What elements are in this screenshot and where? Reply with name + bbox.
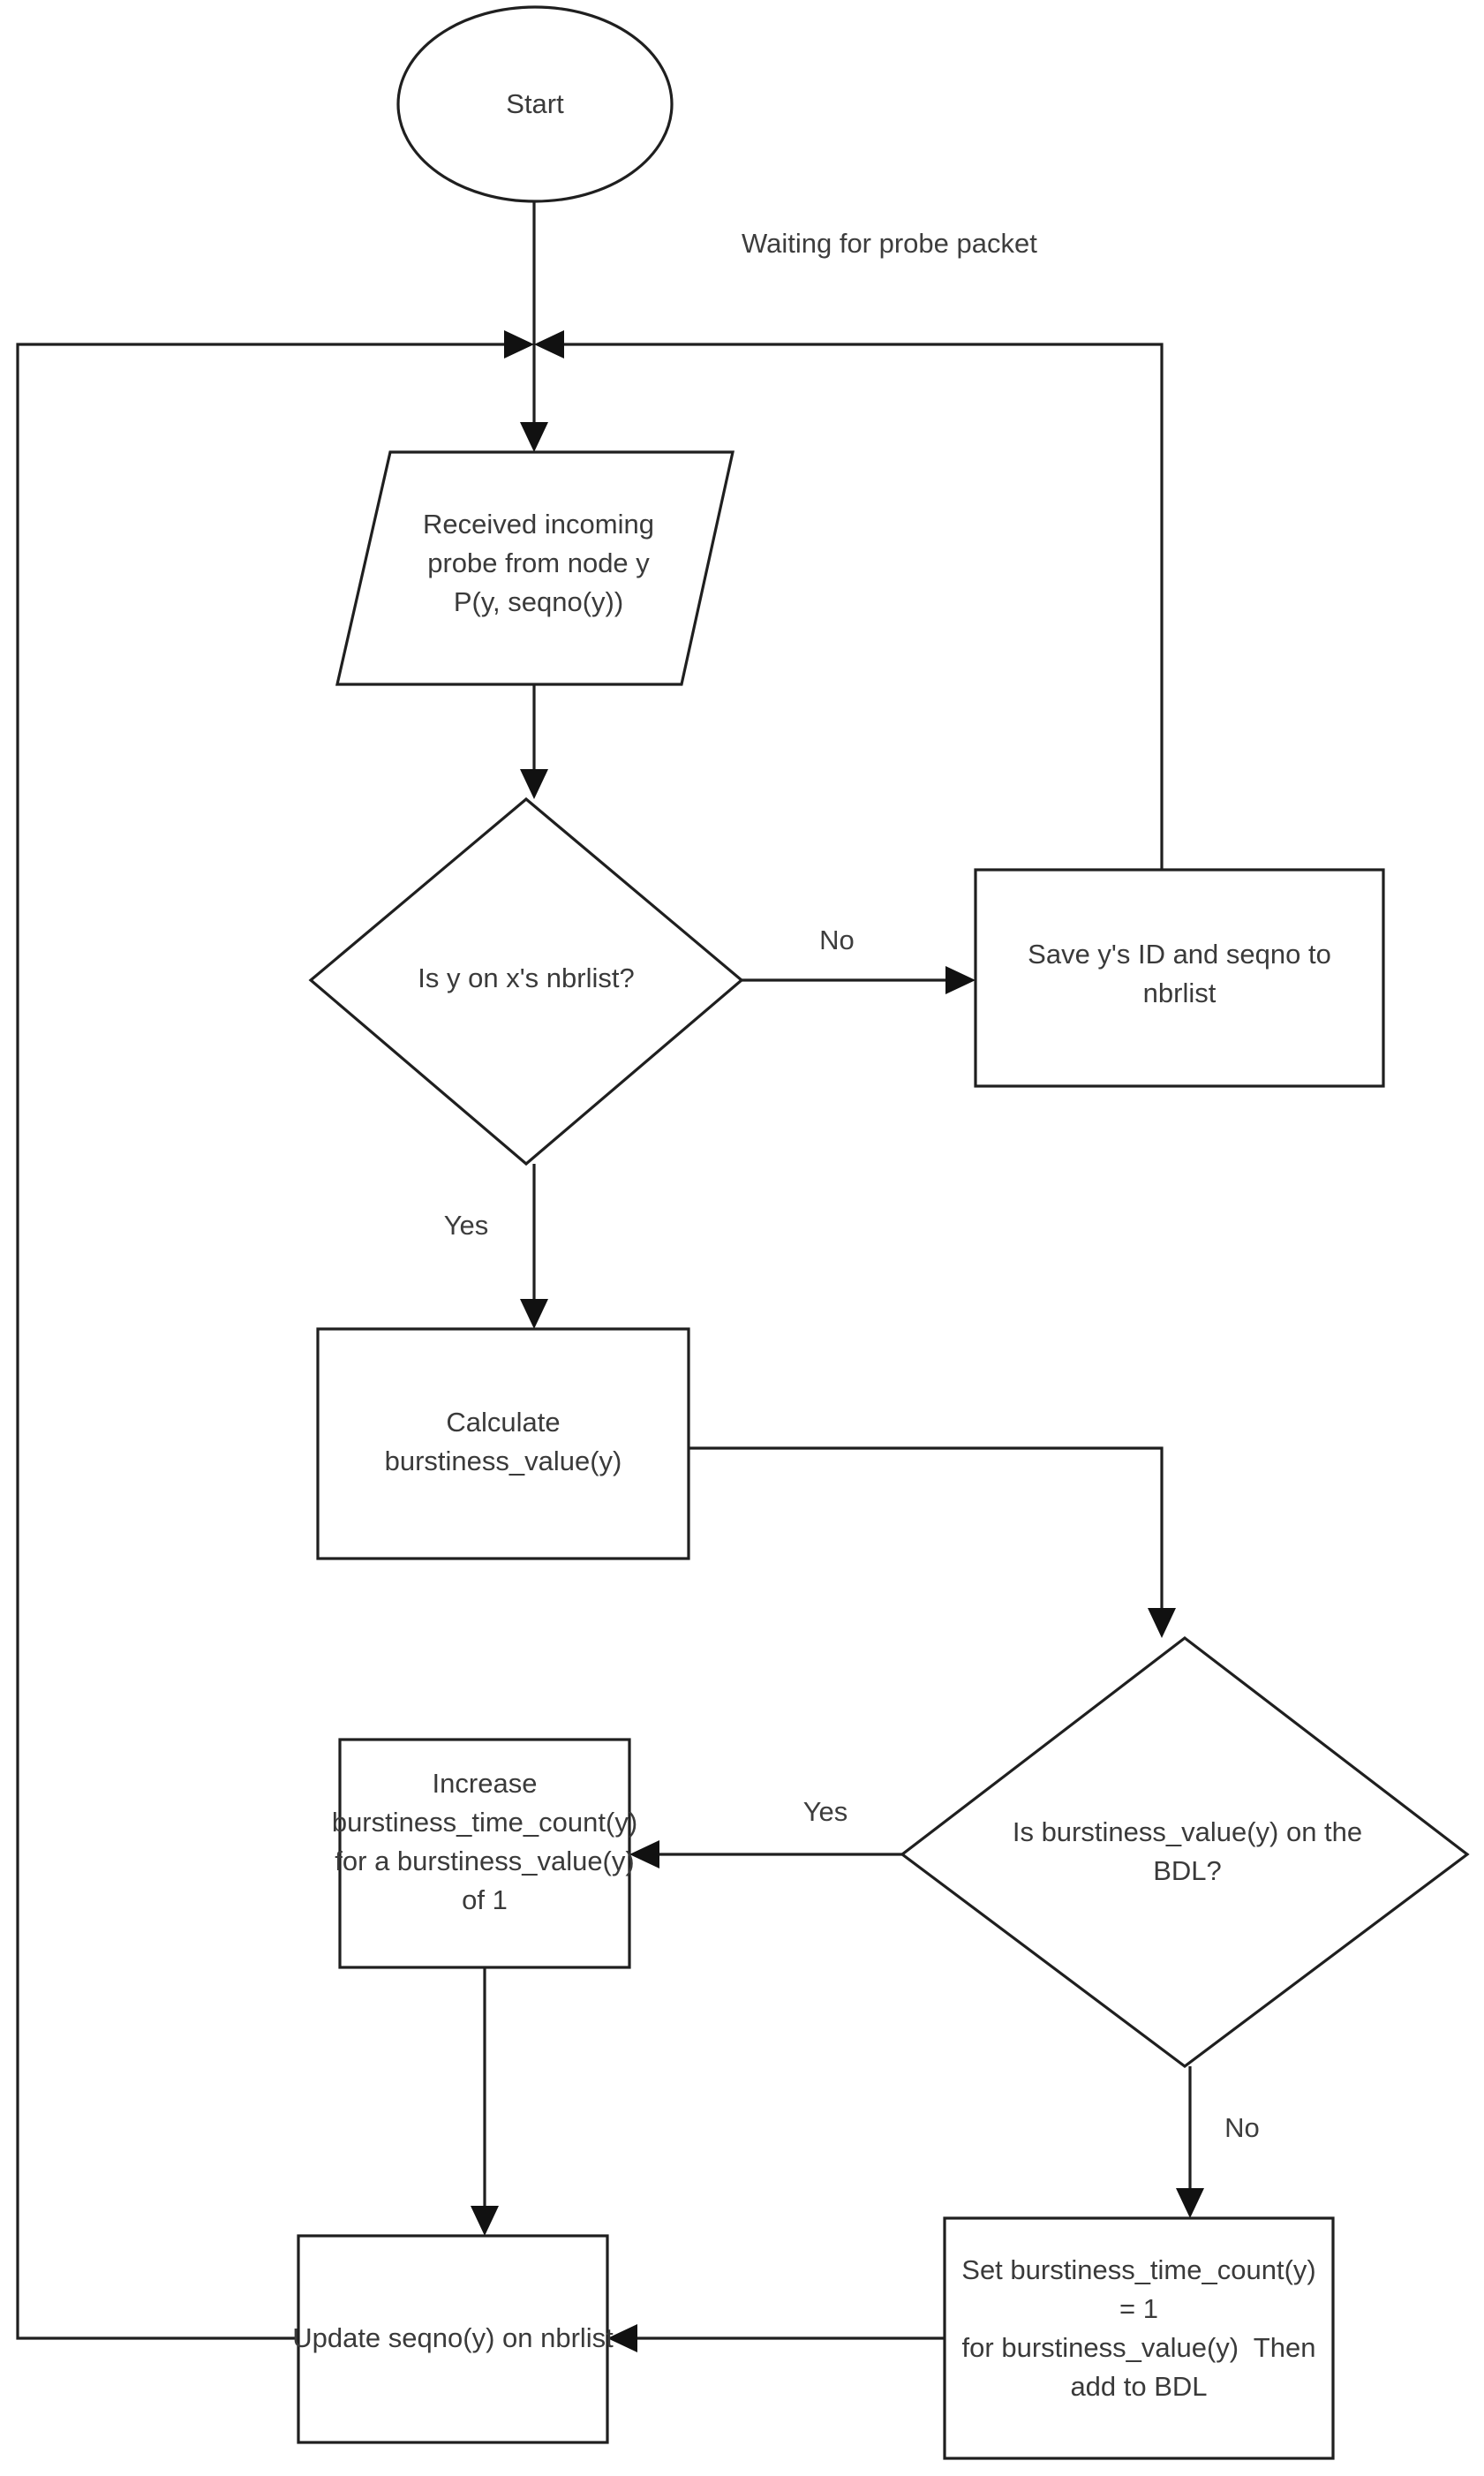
node-increase-time-count-line4: of 1 [462,1884,508,1915]
node-set-time-count-line2: = 1 [1119,2293,1158,2324]
node-increase-time-count-line2: burstiness_time_count(y) [332,1807,637,1838]
edge-save-box-to-top-junction [534,330,1164,870]
edge-label-nbrlist-yes: Yes [444,1210,489,1241]
edge-received-probe-to-nbrlist-decision [520,684,548,799]
edge-update-to-top-junction [16,330,534,2340]
node-set-time-count[interactable]: Set burstiness_time_count(y) = 1 for bur… [943,2216,1335,2460]
node-calculate-burstiness-line2: burstiness_value(y) [385,1446,622,1476]
edge-label-nbrlist-no: No [819,925,855,955]
edge-label-bdl-yes: Yes [803,1796,848,1827]
edge-calculate-to-bdl-decision [689,1446,1176,1638]
edge-nbrlist-no-to-save-box [742,966,976,994]
node-start-label: Start [506,88,564,119]
node-is-burstiness-on-bdl[interactable]: Is burstiness_value(y) on the BDL? [900,1635,1470,2068]
node-calculate-burstiness-line1: Calculate [446,1407,560,1438]
edge-nbrlist-yes-to-calculate [520,1164,548,1329]
node-received-probe-line3: P(y, seqno(y)) [454,586,623,617]
node-set-time-count-line3: for burstiness_value(y) Then [962,2332,1316,2363]
node-received-probe[interactable]: Received incoming probe from node y P(y,… [335,450,734,686]
node-calculate-burstiness[interactable]: Calculate burstiness_value(y) [316,1327,690,1560]
edge-label-waiting-for-probe-packet: Waiting for probe packet [742,228,1037,259]
node-start[interactable]: Start [396,5,674,203]
edge-label-bdl-no: No [1224,2112,1260,2143]
node-increase-time-count-line3: for a burstiness_value(y) [335,1846,634,1876]
node-increase-time-count[interactable]: Increase burstiness_time_count(y) for a … [332,1738,637,1969]
node-update-seqno[interactable]: Update seqno(y) on nbrlist [292,2234,614,2444]
node-set-time-count-line1: Set burstiness_time_count(y) [961,2254,1315,2285]
node-increase-time-count-line1: Increase [433,1768,538,1799]
edge-bdl-yes-to-increase [629,1840,902,1868]
edge-set-box-to-update [607,2324,945,2352]
node-received-probe-line1: Received incoming [423,509,654,540]
edge-bdl-no-to-set-box [1176,2066,1204,2218]
node-is-burstiness-on-bdl-line2: BDL? [1153,1855,1222,1886]
edge-start-to-received-probe [520,201,548,452]
node-is-y-on-nbrlist-label: Is y on x's nbrlist? [418,962,634,993]
node-set-time-count-line4: add to BDL [1070,2371,1207,2402]
node-received-probe-line2: probe from node y [427,547,650,578]
node-is-burstiness-on-bdl-line1: Is burstiness_value(y) on the [1013,1816,1362,1847]
node-save-id-seqno-line1: Save y's ID and seqno to [1028,939,1331,970]
node-save-id-seqno-line2: nbrlist [1143,978,1217,1008]
edge-increase-to-update [471,1967,499,2236]
node-is-y-on-nbrlist[interactable]: Is y on x's nbrlist? [308,796,744,1166]
node-update-seqno-label: Update seqno(y) on nbrlist [292,2322,614,2353]
node-save-id-seqno[interactable]: Save y's ID and seqno to nbrlist [974,868,1385,1088]
